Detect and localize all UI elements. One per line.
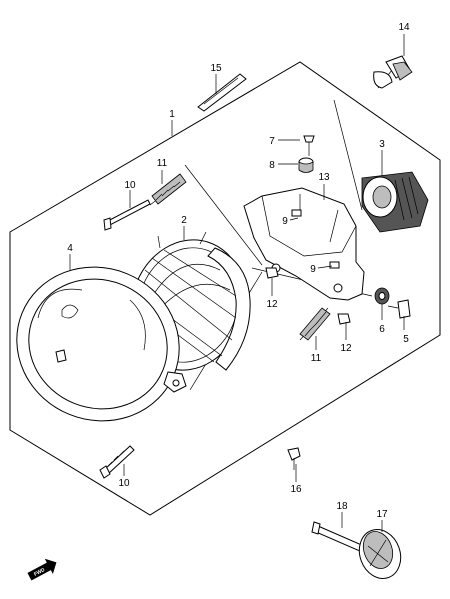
label-part-10a: 10 bbox=[124, 180, 136, 191]
label-part-18: 18 bbox=[336, 501, 348, 512]
label-part-12b: 12 bbox=[340, 343, 352, 354]
screw-10-lower bbox=[99, 445, 135, 479]
screw-10-upper bbox=[103, 199, 151, 231]
label-part-9b: 9 bbox=[310, 264, 316, 275]
screw-16 bbox=[287, 447, 301, 470]
cap-17 bbox=[358, 529, 402, 579]
label-part-8: 8 bbox=[269, 160, 275, 171]
label-part-7: 7 bbox=[269, 136, 275, 147]
label-part-16: 16 bbox=[290, 484, 302, 495]
label-part-15: 15 bbox=[210, 63, 222, 74]
assembly-outline bbox=[9, 61, 441, 516]
label-part-17: 17 bbox=[376, 509, 388, 520]
label-part-13: 13 bbox=[318, 172, 330, 183]
grommet-6 bbox=[374, 287, 390, 305]
label-part-14: 14 bbox=[398, 22, 410, 33]
fwd-label: FWD bbox=[33, 567, 46, 578]
grommet-8 bbox=[298, 157, 314, 173]
label-part-5: 5 bbox=[403, 334, 409, 345]
label-part-9a: 9 bbox=[282, 216, 288, 227]
label-part-11b: 11 bbox=[311, 353, 322, 364]
label-part-4: 4 bbox=[67, 243, 73, 254]
leader-lines bbox=[69, 34, 405, 532]
label-part-3: 3 bbox=[379, 139, 385, 150]
label-part-6: 6 bbox=[379, 324, 385, 335]
part-labels: 1 2 3 4 5 6 7 8 9 9 10 10 11 11 12 12 13… bbox=[67, 22, 410, 520]
headlight-bracket bbox=[243, 187, 365, 301]
screw-7 bbox=[303, 135, 315, 156]
label-part-12a: 12 bbox=[266, 299, 278, 310]
screw-5 bbox=[387, 299, 411, 319]
bulb bbox=[373, 55, 413, 89]
forward-arrow-icon: FWD bbox=[27, 558, 57, 581]
label-part-2: 2 bbox=[181, 215, 187, 226]
nut-12-lower bbox=[337, 313, 351, 325]
nut-12-upper bbox=[265, 267, 279, 279]
label-part-1: 1 bbox=[169, 109, 175, 120]
headlight-rim bbox=[16, 266, 187, 422]
lens-strip bbox=[197, 73, 247, 112]
spring-11-lower bbox=[299, 307, 331, 341]
assembly-inner-frame bbox=[184, 99, 373, 391]
pin-18 bbox=[311, 521, 365, 553]
socket-cover bbox=[361, 171, 429, 233]
label-part-11a: 11 bbox=[157, 158, 168, 169]
spring-11-upper bbox=[149, 173, 187, 206]
label-part-10b: 10 bbox=[118, 478, 130, 489]
